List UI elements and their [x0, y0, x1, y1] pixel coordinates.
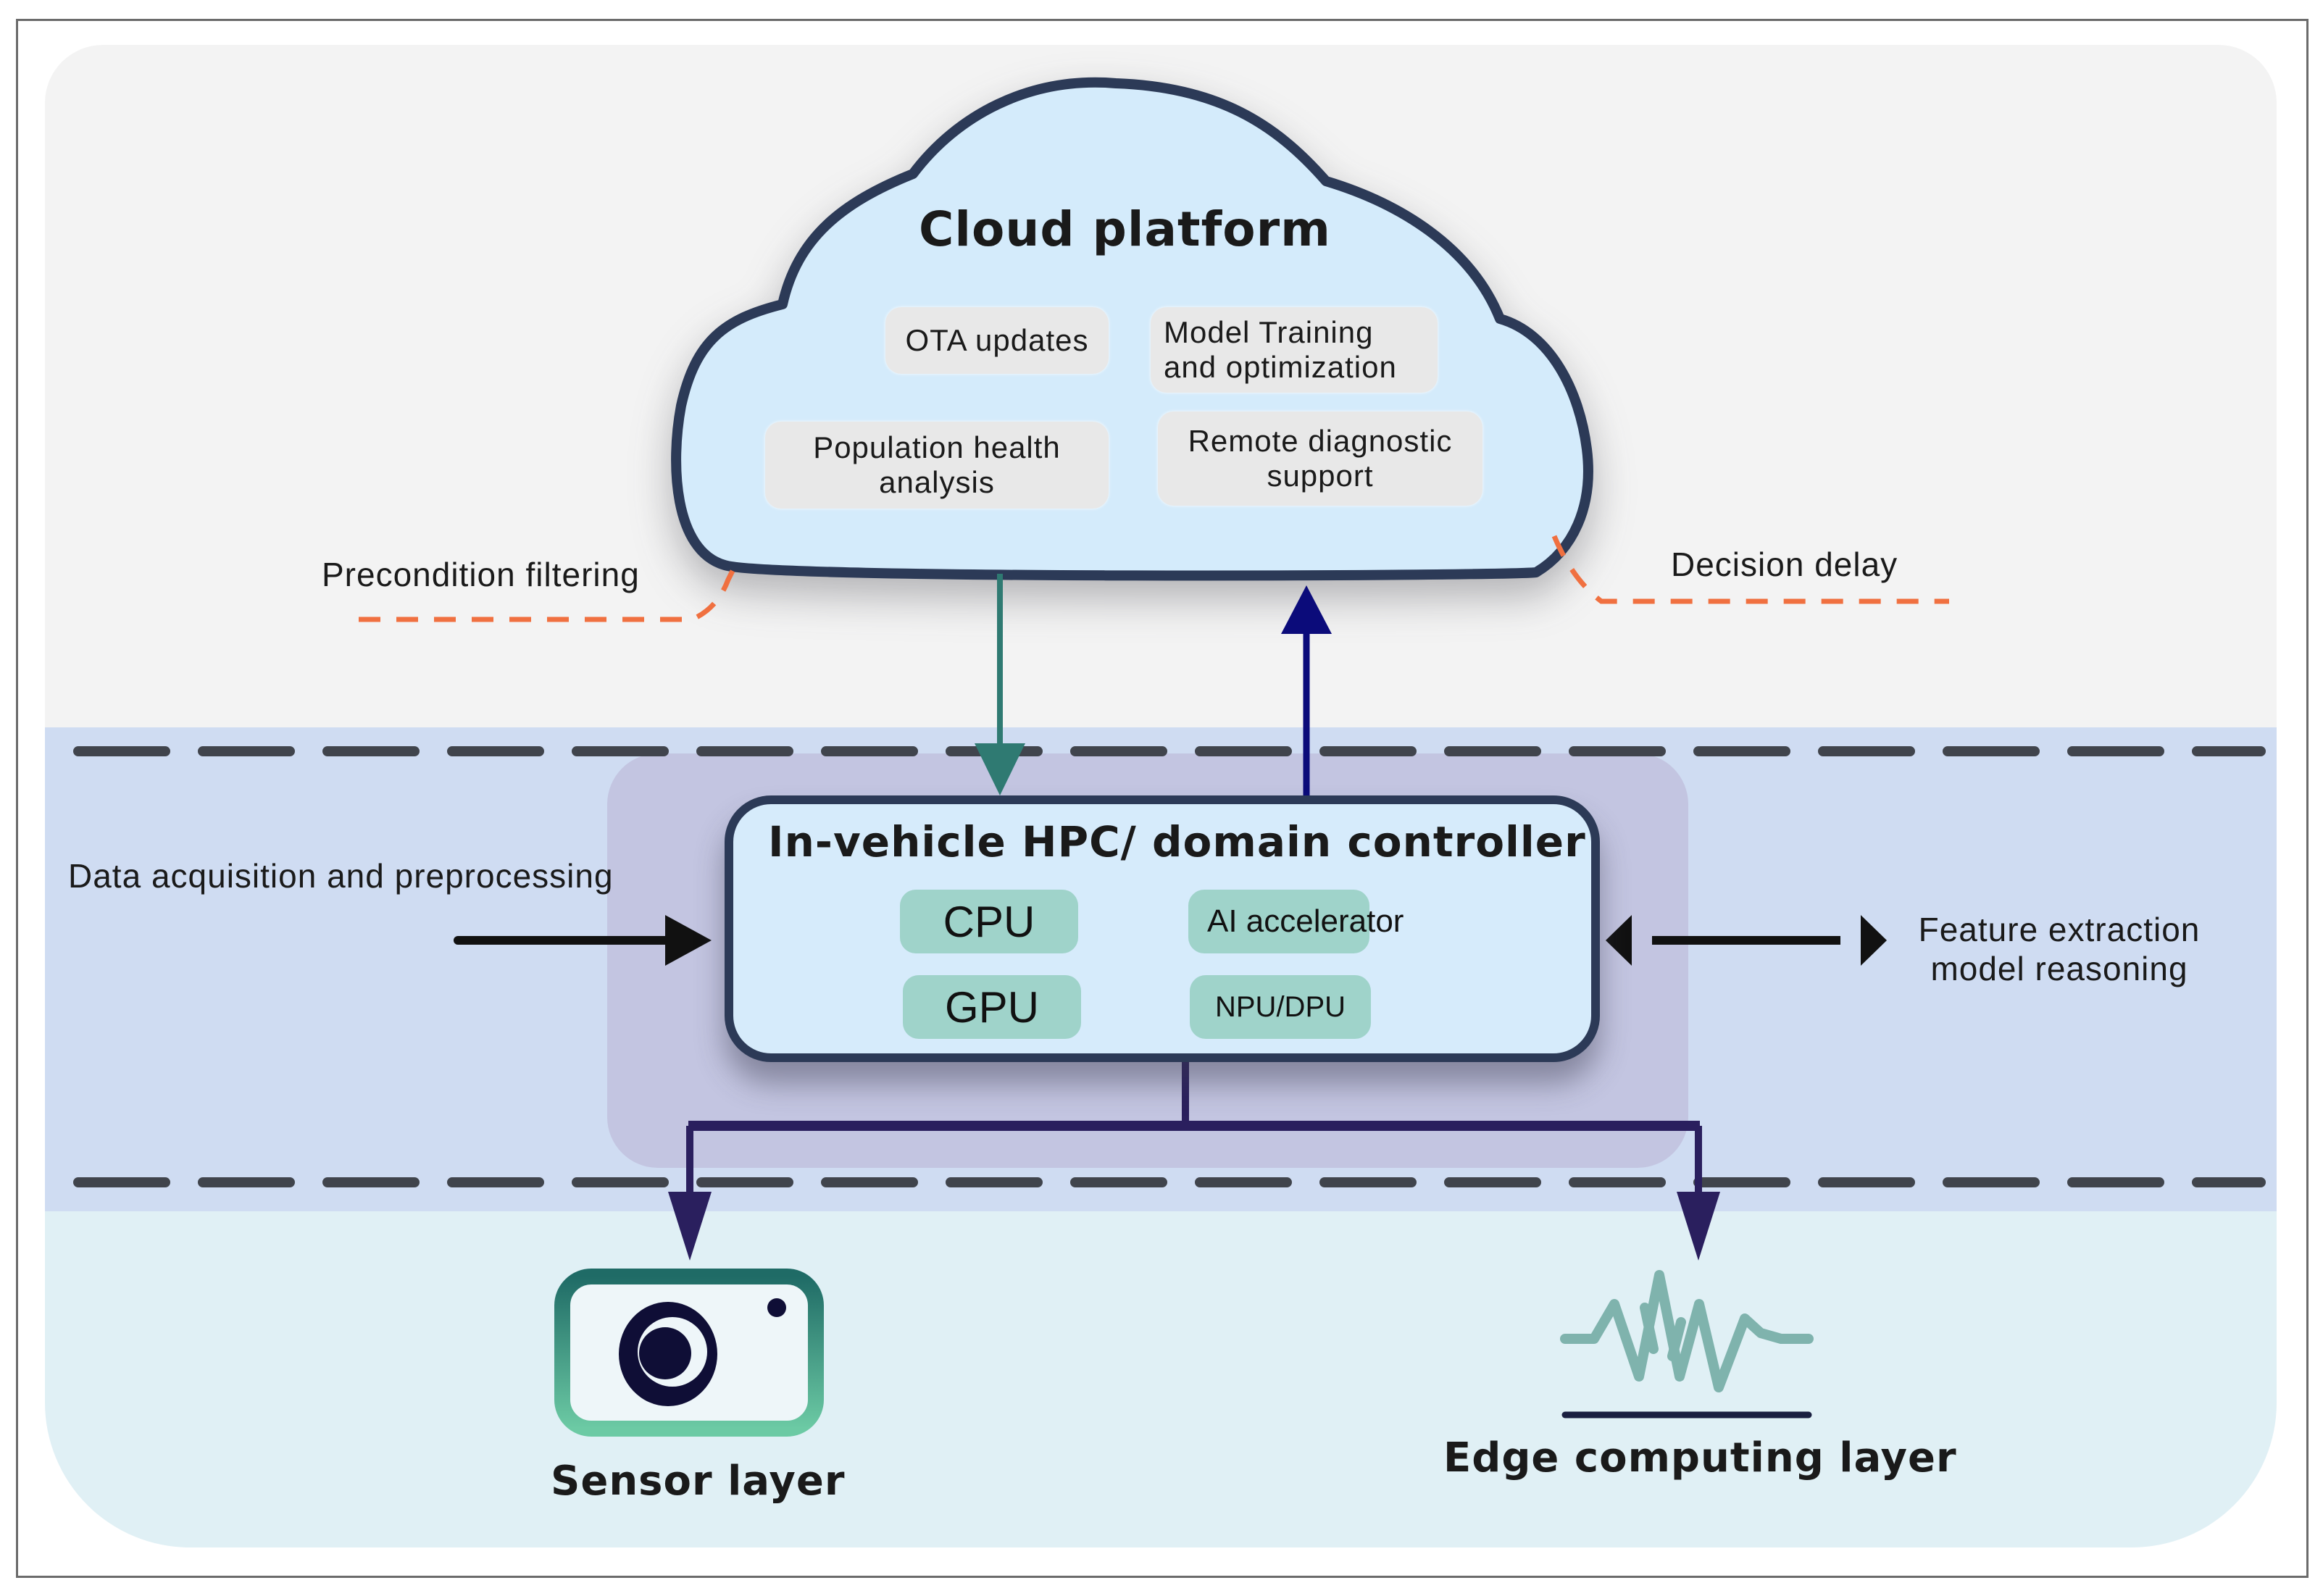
chip-npu-dpu: NPU/DPU [1190, 975, 1371, 1039]
chip-ai-accelerator-label: AI accelerator [1207, 903, 1404, 939]
feature-extraction-label: Feature extraction [1918, 911, 2201, 948]
downlink-arrow-head [975, 743, 1025, 795]
decision-delay-dash-line [1551, 535, 1949, 604]
camera-icon [554, 1269, 824, 1437]
hpc-controller-box [725, 795, 1600, 1062]
edge-computing-layer-label: Edge computing layer [1443, 1434, 1957, 1482]
sensor-arrow-head [668, 1192, 712, 1261]
service-remote-diagnostic: Remote diagnostic support [1158, 411, 1482, 506]
input-arrow-head [665, 915, 712, 966]
precondition-dash-line [359, 556, 742, 622]
service-population-health: Population health analysis [765, 422, 1109, 509]
data-acquisition-label: Data acquisition and preprocessing [68, 857, 614, 895]
chip-cpu-label: CPU [943, 897, 1035, 946]
service-model-training: Model Training and optimization [1151, 307, 1438, 393]
chip-npu-dpu-label: NPU/DPU [1214, 990, 1346, 1023]
service-ota-updates: OTA updates [885, 307, 1109, 374]
decision-delay-label: Decision delay [1671, 546, 1898, 583]
hpc-title: In-vehicle HPC/ domain controller [768, 817, 1586, 866]
bidirectional-arrow-left-head [1606, 915, 1632, 966]
chip-gpu: GPU [903, 975, 1081, 1039]
model-reasoning-label: model reasoning [1930, 950, 2188, 987]
chip-ai-accelerator: AI accelerator [1188, 890, 1404, 953]
chip-cpu: CPU [900, 890, 1078, 953]
waveform-icon [1560, 1270, 1814, 1419]
device-layer-band [45, 1211, 2277, 1547]
edge-arrow-head [1677, 1192, 1720, 1261]
precondition-filtering-label: Precondition filtering [322, 556, 640, 593]
sensor-layer-label: Sensor layer [551, 1458, 846, 1505]
uplink-arrow-head [1281, 585, 1332, 634]
bidirectional-arrow-right-head [1861, 915, 1887, 966]
chip-gpu-label: GPU [944, 982, 1040, 1032]
cloud-platform-title: Cloud platform [919, 201, 1331, 257]
